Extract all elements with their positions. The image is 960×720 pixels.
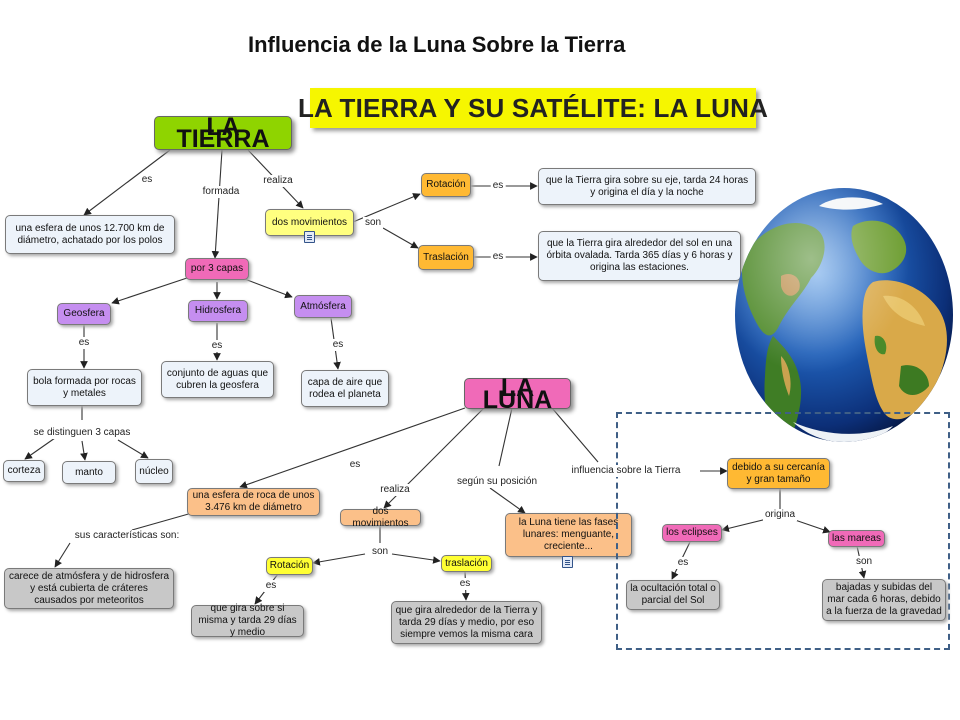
link-label-son: son	[853, 556, 875, 568]
node-rotacion-luna[interactable]: Rotación	[266, 557, 313, 575]
node-rotacion-tierra[interactable]: Rotación	[421, 173, 471, 197]
link-esfera-caract	[131, 512, 193, 531]
link-tierra-formada	[211, 149, 223, 259]
link-capas-geosfera	[111, 276, 191, 305]
node-manto[interactable]: manto	[62, 461, 116, 484]
link-label-es: es	[347, 459, 363, 471]
node-luna-caracteristicas[interactable]: carece de atmósfera y de hidrosfera y es…	[4, 568, 174, 609]
highlight-frame	[616, 412, 950, 650]
node-geosfera[interactable]: Geosfera	[57, 303, 111, 325]
node-mareas-descripcion[interactable]: bajadas y subidas del mar cada 6 horas, …	[822, 579, 946, 621]
link-label-es: es	[209, 340, 225, 352]
node-traslacion-descripcion[interactable]: que la Tierra gira alrededor del sol en …	[538, 231, 741, 281]
node-dos-movimientos-luna[interactable]: dos movimientos	[340, 506, 421, 529]
link-capas-atmosfera	[241, 277, 293, 299]
node-traslacion-tierra[interactable]: Traslación	[418, 245, 474, 270]
node-eclipses[interactable]: los eclipses	[662, 524, 722, 542]
link-label-realiza: realiza	[261, 175, 295, 187]
resource-icon[interactable]	[562, 556, 573, 568]
link-caract-box	[54, 542, 71, 568]
node-nucleo[interactable]: núcleo	[135, 459, 173, 484]
link-origina-eclipses	[721, 518, 768, 533]
link-label-origina: origina	[762, 509, 798, 521]
link-tierra-es	[83, 149, 171, 216]
node-eclipses-descripcion[interactable]: la ocultación total o parcial del Sol	[626, 580, 720, 610]
link-label-es: es	[330, 339, 346, 351]
node-mareas[interactable]: las mareas	[828, 530, 885, 547]
node-geosfera-descripcion[interactable]: bola formada por rocas y metales	[27, 369, 142, 406]
link-movs-traslacion	[382, 227, 419, 249]
map-banner: LA TIERRA Y SU SATÉLITE: LA LUNA	[298, 88, 768, 128]
resource-icon[interactable]	[304, 231, 315, 243]
link-son-rotacion	[312, 553, 366, 566]
node-atmosfera[interactable]: Atmósfera	[294, 295, 352, 318]
node-rotacion-descripcion[interactable]: que la Tierra gira sobre su eje, tarda 2…	[538, 168, 756, 205]
node-tres-capas[interactable]: por 3 capas	[185, 258, 249, 280]
link-label-son: son	[369, 546, 391, 558]
node-corteza[interactable]: corteza	[3, 460, 45, 482]
link-label-realiza: realiza	[378, 484, 412, 496]
node-fases-lunares[interactable]: la Luna tiene las fases lunares: menguan…	[505, 513, 632, 557]
node-traslacion-luna[interactable]: traslación	[441, 555, 492, 572]
link-luna-posicion	[498, 407, 513, 467]
link-luna-influencia	[551, 407, 599, 463]
link-label-segun-posicion: según su posición	[454, 476, 540, 488]
link-label-es: es	[457, 578, 473, 590]
node-traslacion-luna-descripcion[interactable]: que gira alrededor de la Tierra y tarda …	[391, 601, 542, 644]
node-la-tierra[interactable]: LA TIERRA	[154, 115, 292, 152]
earth-globe-image	[733, 186, 955, 448]
link-label-formada: formada	[200, 186, 242, 198]
link-son-traslacion	[391, 553, 441, 564]
link-manto	[80, 440, 88, 461]
node-rotacion-luna-descripcion[interactable]: que gira sobre si misma y tarda 29 días …	[191, 603, 304, 638]
link-label-es: es	[490, 251, 506, 263]
link-label-es: es	[139, 174, 155, 186]
link-label-influencia: influencia sobre la Tierra	[569, 465, 683, 477]
link-label-caracteristicas: sus características son:	[72, 530, 182, 542]
link-label-es: es	[263, 580, 279, 592]
link-luna-es	[239, 407, 466, 489]
link-label-es: es	[490, 180, 506, 192]
node-cercania-tamano[interactable]: debido a su cercanía y gran tamaño	[727, 458, 830, 489]
link-label-son: son	[362, 217, 384, 229]
node-hidrosfera-descripcion[interactable]: conjunto de aguas que cubren la geosfera	[161, 361, 274, 398]
link-posicion-fases	[489, 487, 526, 514]
link-corteza	[24, 437, 56, 460]
node-atmosfera-descripcion[interactable]: capa de aire que rodea el planeta	[301, 370, 389, 407]
node-tierra-esfera[interactable]: una esfera de unos 12.700 km de diámetro…	[5, 215, 175, 254]
link-label-es: es	[675, 557, 691, 569]
link-origina-mareas	[794, 519, 831, 534]
node-hidrosfera[interactable]: Hidrosfera	[188, 300, 248, 322]
link-label-se-distinguen: se distinguen 3 capas	[31, 427, 133, 439]
link-nucleo	[117, 439, 149, 459]
node-la-luna[interactable]: LA LUNA	[464, 375, 571, 412]
slide-title: Influencia de la Luna Sobre la Tierra	[248, 32, 626, 57]
link-label-es: es	[76, 337, 92, 349]
node-luna-esfera[interactable]: una esfera de roca de unos 3.476 km de d…	[187, 488, 320, 516]
